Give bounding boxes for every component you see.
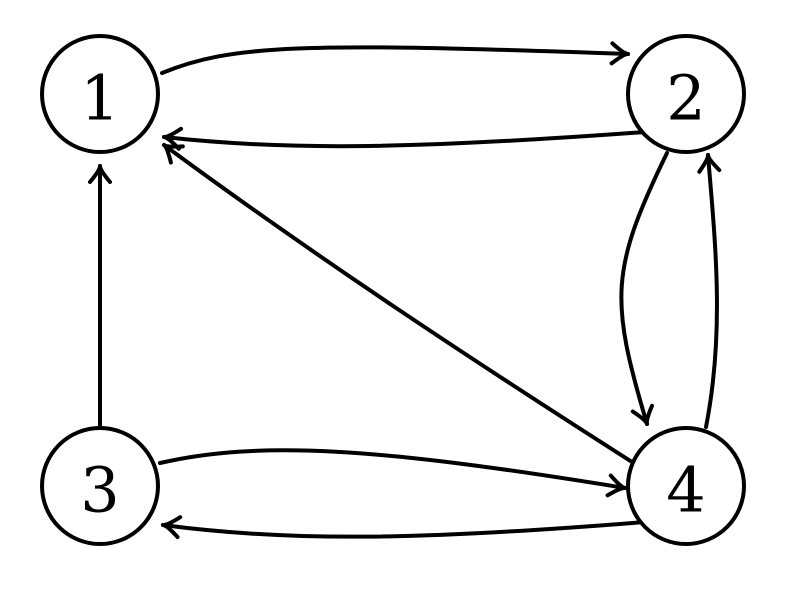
node-1-circle (40, 34, 160, 154)
node-2: 2 (626, 34, 746, 154)
edge-2-1 (162, 126, 647, 151)
node-1-label: 1 (80, 62, 119, 135)
node-4: 4 (626, 426, 746, 546)
arrowhead-4-2 (697, 153, 722, 174)
edge-line-1-2 (160, 45, 630, 75)
edge-line-4-1 (162, 143, 634, 464)
arrowhead-3-1 (88, 164, 112, 184)
edge-2-4 (619, 151, 669, 426)
arrowhead-2-4 (630, 403, 654, 426)
arrowhead-3-4 (605, 473, 627, 498)
node-3-circle (40, 426, 160, 546)
edge-4-3 (161, 515, 647, 539)
node-3-label: 3 (80, 454, 119, 527)
edge-line-4-3 (161, 520, 647, 539)
edge-4-2 (697, 153, 722, 429)
node-3: 3 (40, 426, 160, 546)
edge-line-2-1 (162, 130, 647, 149)
edge-3-1 (88, 164, 112, 428)
node-4-label: 4 (666, 454, 705, 527)
node-2-label: 2 (666, 62, 705, 135)
arrowhead-2-1 (162, 126, 183, 151)
edges-layer (88, 41, 722, 539)
node-2-circle (626, 34, 746, 154)
node-4-circle (626, 426, 746, 546)
edge-4-1 (162, 143, 634, 464)
arrowhead-1-2 (609, 41, 630, 66)
arrowhead-4-3 (161, 515, 183, 539)
edge-line-4-2 (704, 153, 719, 429)
edge-3-4 (158, 448, 627, 498)
arrowhead-4-1 (162, 143, 185, 165)
nodes-layer: 1 2 3 4 (40, 34, 746, 546)
node-1: 1 (40, 34, 160, 154)
edge-1-2 (160, 41, 630, 75)
edge-line-2-4 (619, 151, 669, 426)
edge-line-3-4 (158, 448, 627, 490)
